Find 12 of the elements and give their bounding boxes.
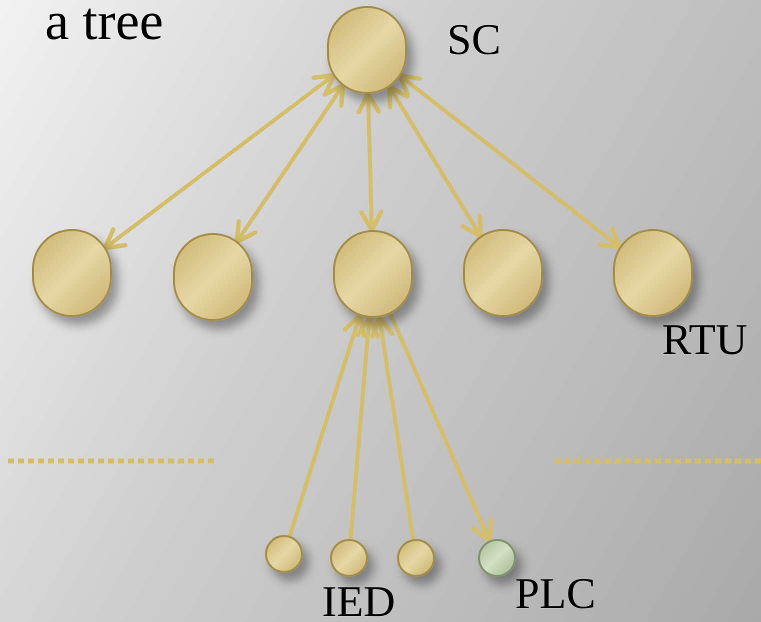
arrow	[356, 92, 384, 232]
node-label: RTU	[662, 318, 748, 362]
node-label: SC	[447, 18, 501, 62]
node-label: IED	[322, 580, 396, 622]
arrow	[348, 316, 380, 540]
arrow	[288, 313, 366, 536]
arrow	[234, 83, 346, 244]
arrow	[102, 72, 336, 250]
arrow	[397, 73, 623, 250]
node-label: PLC	[515, 572, 596, 616]
title: a tree	[45, 0, 164, 48]
arrow	[387, 84, 483, 239]
